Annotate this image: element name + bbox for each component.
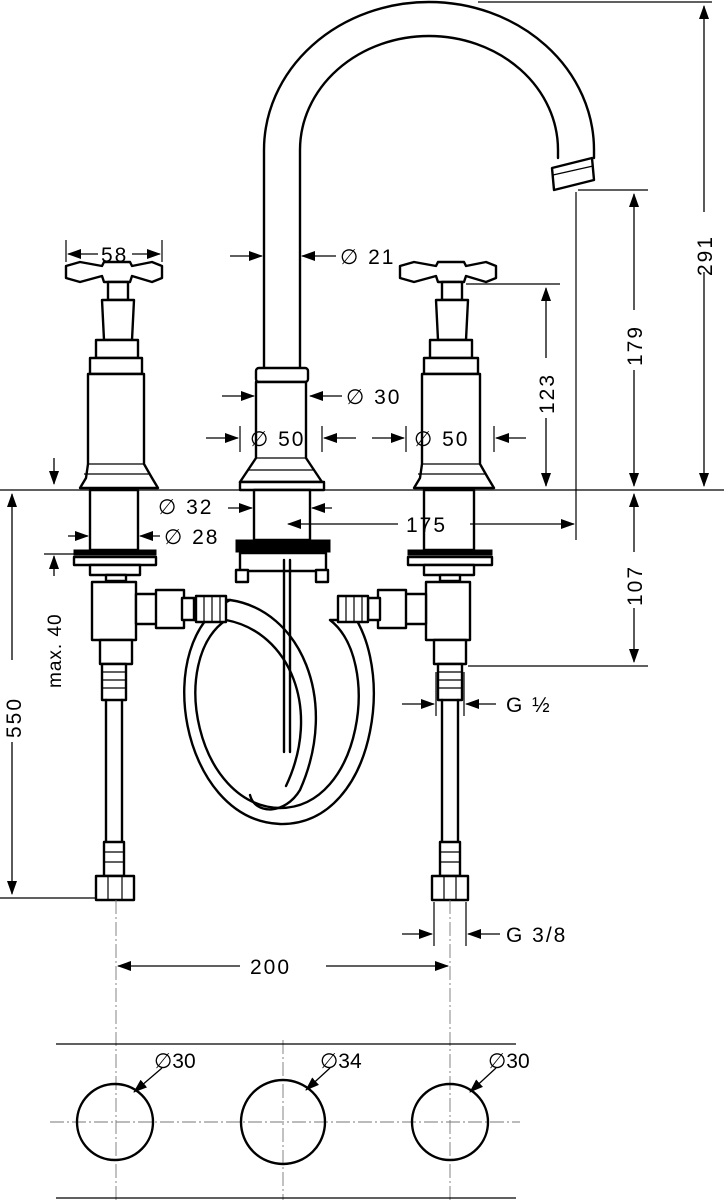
connecting-hose bbox=[183, 594, 375, 826]
dim-total-height: 291 bbox=[694, 4, 717, 487]
label-hole-center: ∅34 bbox=[320, 1050, 362, 1073]
hole-plan: ∅30 ∅34 ∅30 bbox=[50, 1043, 530, 1199]
label-spout-projection: 175 bbox=[406, 514, 447, 537]
spout-body bbox=[234, 366, 331, 754]
label-spout-tube-diameter: ∅ 21 bbox=[340, 246, 396, 269]
spout bbox=[262, 0, 596, 370]
label-connection-thread: G 3/8 bbox=[506, 924, 567, 947]
dim-hose-length: 550 bbox=[3, 493, 26, 895]
label-total-height: 291 bbox=[694, 235, 717, 276]
label-deck-thickness: max. 40 bbox=[45, 613, 66, 688]
label-shank-outer-diameter: ∅ 32 bbox=[158, 496, 214, 519]
dim-connection-thread: G 3/8 bbox=[402, 902, 567, 947]
label-valve-body-diameter: ∅ 50 bbox=[414, 428, 470, 451]
label-spout-base-diameter: ∅ 30 bbox=[346, 386, 402, 409]
dim-spout-base-diameter: ∅ 30 bbox=[222, 386, 402, 409]
right-valve bbox=[366, 260, 498, 902]
dim-spout-outlet-height: 179 bbox=[624, 193, 647, 487]
dim-handle-width: 58 bbox=[65, 240, 163, 267]
label-handle-width: 58 bbox=[101, 244, 128, 267]
label-spout-body-diameter: ∅ 50 bbox=[250, 428, 306, 451]
label-valve-height: 123 bbox=[536, 373, 559, 414]
dim-outlet-thread: G ½ bbox=[402, 672, 552, 717]
label-hole-right: ∅30 bbox=[488, 1050, 530, 1073]
left-valve bbox=[64, 260, 196, 902]
dim-spout-body-diameter: ∅ 50 bbox=[206, 426, 356, 452]
label-center-distance: 200 bbox=[250, 956, 291, 979]
label-under-deck-depth: 107 bbox=[624, 565, 647, 606]
dim-center-distance: 200 bbox=[115, 900, 451, 1200]
hole-center bbox=[239, 1078, 327, 1166]
dim-shank-inner-diameter: ∅ 28 bbox=[68, 526, 220, 549]
label-spout-outlet-height: 179 bbox=[624, 325, 647, 366]
label-hole-left: ∅30 bbox=[154, 1050, 196, 1073]
hole-left bbox=[75, 1082, 155, 1162]
label-hose-length: 550 bbox=[3, 697, 26, 738]
dim-deck-thickness: max. 40 bbox=[44, 553, 86, 688]
dim-under-deck-depth: 107 bbox=[624, 493, 647, 663]
dim-valve-height: 123 bbox=[536, 287, 559, 487]
dim-valve-body-diameter: ∅ 50 bbox=[372, 426, 526, 452]
dim-spout-projection: 175 bbox=[287, 514, 575, 537]
label-shank-inner-diameter: ∅ 28 bbox=[164, 526, 220, 549]
dim-spout-tube-diameter: ∅ 21 bbox=[230, 246, 396, 269]
hole-right bbox=[410, 1082, 490, 1162]
label-outlet-thread: G ½ bbox=[506, 694, 552, 717]
dim-shank-outer-diameter: ∅ 32 bbox=[158, 496, 332, 519]
